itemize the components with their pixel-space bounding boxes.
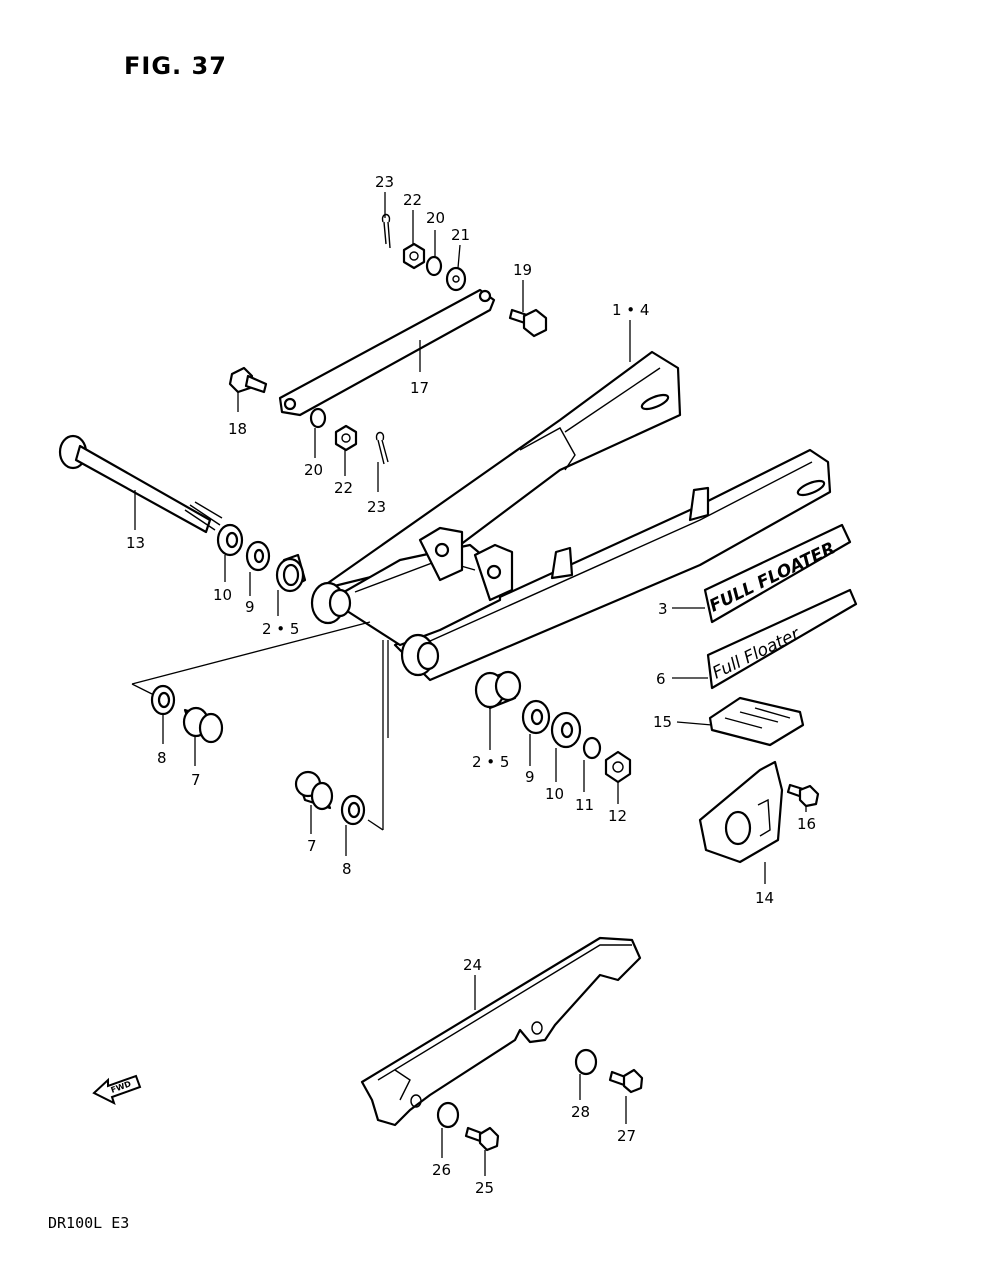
callout-20-top: 20 [426, 209, 445, 227]
callout-22-bottom: 22 [334, 479, 353, 497]
callout-numbers: 1 • 4 2 • 5 2 • 5 3 6 7 7 8 8 9 9 10 10 … [126, 173, 816, 1197]
callout-8-b: 8 [342, 860, 352, 878]
callout-25: 25 [475, 1179, 494, 1197]
washer-21 [445, 266, 467, 292]
callout-2-5-right: 2 • 5 [472, 753, 509, 771]
callout-28: 28 [571, 1103, 590, 1121]
figure-label: FIG. 37 [124, 52, 227, 80]
tie-rod-bolt-19 [508, 308, 548, 338]
callout-19: 19 [513, 261, 532, 279]
spacer-7-bottom [294, 770, 334, 811]
callout-14: 14 [755, 889, 774, 907]
callout-21: 21 [451, 226, 470, 244]
chain-case [360, 936, 642, 1127]
callout-10-left: 10 [213, 586, 232, 604]
nut-22-bottom [334, 424, 358, 452]
spacer-7-left [182, 706, 224, 744]
chain-buffer-14 [698, 760, 784, 864]
callout-27: 27 [617, 1127, 636, 1145]
callout-22-top: 22 [403, 191, 422, 209]
bolt-27 [608, 1068, 644, 1094]
cotter-pin-23-bottom [375, 431, 389, 465]
bushing-2-5-left [275, 553, 307, 593]
nut-22-top [402, 242, 426, 270]
washer-11 [582, 736, 602, 760]
tie-rod [278, 288, 496, 417]
nut-12 [604, 750, 632, 784]
pivot-bolt [58, 434, 223, 534]
callout-15: 15 [653, 713, 672, 731]
cotter-pin-23-top [381, 213, 391, 249]
bolt-16 [786, 783, 820, 808]
callout-1-4: 1 • 4 [612, 301, 649, 319]
callout-6: 6 [656, 670, 666, 688]
callout-7-b: 7 [307, 837, 317, 855]
callout-7-a: 7 [191, 771, 201, 789]
callout-9-left: 9 [245, 598, 255, 616]
callout-9-right: 9 [525, 768, 535, 786]
bushing-2-5-right [474, 670, 522, 710]
callout-26: 26 [432, 1161, 451, 1179]
callout-18: 18 [228, 420, 247, 438]
tie-rod-bolt-18 [228, 366, 268, 394]
callout-17: 17 [410, 379, 429, 397]
callout-10-right: 10 [545, 785, 564, 803]
callout-3: 3 [658, 600, 668, 618]
model-code: DR100L E3 [48, 1214, 129, 1232]
washer-20-top [425, 255, 443, 277]
callout-23-top: 23 [375, 173, 394, 191]
callout-2-5-left: 2 • 5 [262, 620, 299, 638]
forward-direction-arrow: FWD [92, 1074, 142, 1105]
callout-12: 12 [608, 807, 627, 825]
callout-20-bottom: 20 [304, 461, 323, 479]
washer-28 [574, 1048, 598, 1076]
swingarm [310, 350, 832, 682]
callout-11: 11 [575, 796, 594, 814]
callout-23-bottom: 23 [367, 498, 386, 516]
washer-20-bottom [309, 407, 327, 429]
callout-24: 24 [463, 956, 482, 974]
callout-16: 16 [797, 815, 816, 833]
washer-26 [436, 1101, 460, 1129]
leader-lines [131, 192, 807, 1176]
callout-13: 13 [126, 534, 145, 552]
chain-buffer-15 [708, 696, 805, 747]
bolt-25 [464, 1126, 500, 1152]
callout-8-a: 8 [157, 749, 167, 767]
